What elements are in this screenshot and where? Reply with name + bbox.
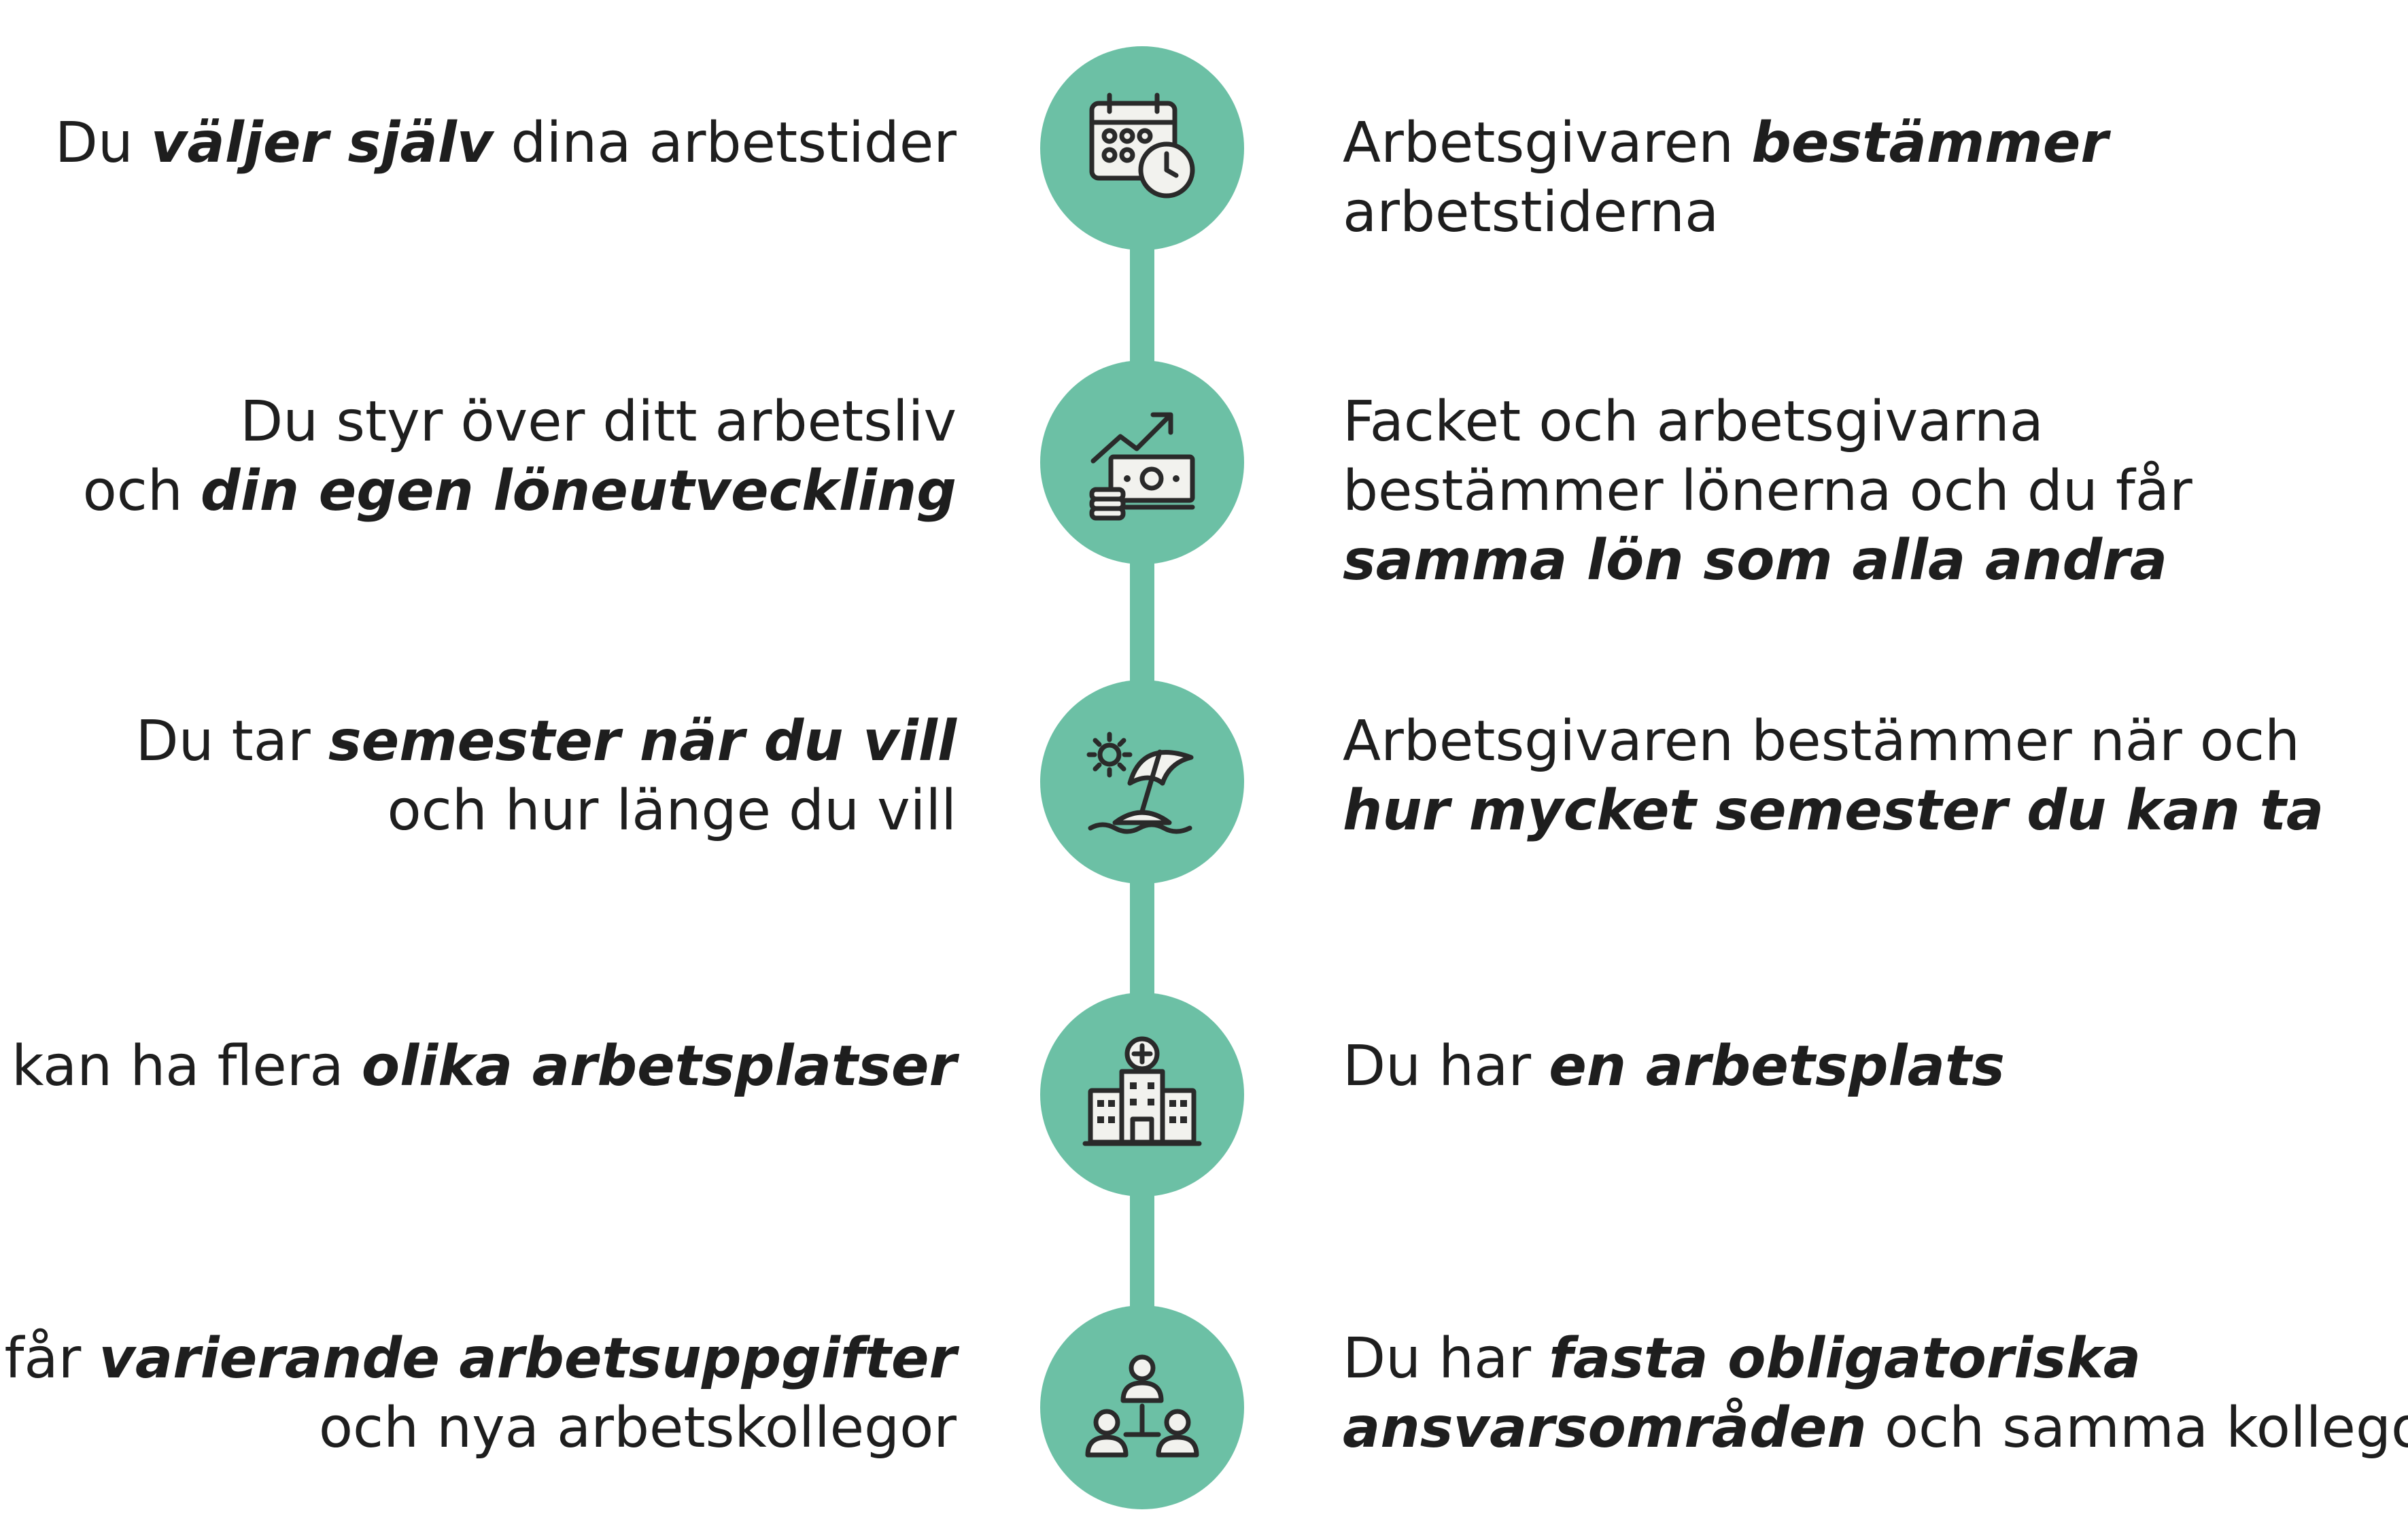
row-2-left-text: Du styr över ditt arbetsliv och din egen… xyxy=(83,388,957,526)
row-3-right-line-2: hur mycket semester du kan ta xyxy=(1343,778,2324,843)
row-3-left-text: Du tar semester när du vill och hur läng… xyxy=(135,707,957,846)
row-2-left-line-1: Du styr över ditt arbetsliv xyxy=(240,390,957,454)
row-2-right-text: Facket och arbetsgivarna bestämmer löner… xyxy=(1343,388,2192,596)
row-1-left-text: Du väljer själv dina arbetstider xyxy=(55,109,957,178)
row-4-right-text: Du har en arbetsplats xyxy=(1343,1032,2005,1101)
beach-umbrella-icon xyxy=(1040,680,1244,884)
row-3-left-line-1: Du tar semester när du vill xyxy=(135,709,957,774)
row-4-left-line-1: Du kan ha flera olika arbetsplatser xyxy=(0,1034,957,1099)
hospital-building-icon xyxy=(1040,993,1244,1197)
row-3-right-line-1: Arbetsgivaren bestämmer när och xyxy=(1343,709,2301,774)
row-4-left-text: Du kan ha flera olika arbetsplatser xyxy=(0,1032,957,1101)
row-2-right-line-1: Facket och arbetsgivarna xyxy=(1343,390,2044,454)
row-5-right-line-2: ansvarsområden och samma kollegor xyxy=(1343,1396,2408,1460)
team-hierarchy-icon xyxy=(1040,1305,1244,1509)
row-5-right-line-1: Du har fasta obligatoriska xyxy=(1343,1326,2142,1391)
row-1-right-text: Arbetsgivaren bestämmer arbetstiderna xyxy=(1343,109,2108,247)
calendar-clock-icon xyxy=(1040,46,1244,250)
row-2-right-line-2: bestämmer lönerna och du får xyxy=(1343,459,2192,524)
row-2-left-line-2: och din egen löneutveckling xyxy=(82,459,957,524)
row-4-right-line-1: Du har en arbetsplats xyxy=(1343,1034,2005,1099)
money-growth-icon xyxy=(1040,360,1244,564)
row-5-left-line-1: Du får varierande arbetsuppgifter xyxy=(0,1326,957,1391)
row-1-right-line-1: Arbetsgivaren bestämmer xyxy=(1343,111,2108,175)
row-5-right-text: Du har fasta obligatoriska ansvarsområde… xyxy=(1343,1324,2408,1463)
row-1-right-line-2: arbetstiderna xyxy=(1343,180,1719,245)
row-1-left-line-1: Du väljer själv dina arbetstider xyxy=(54,111,957,175)
row-5-left-text: Du får varierande arbetsuppgifter och ny… xyxy=(0,1324,957,1463)
row-2-right-line-3: samma lön som alla andra xyxy=(1343,528,2168,593)
row-3-right-text: Arbetsgivaren bestämmer när och hur myck… xyxy=(1343,707,2324,846)
row-5-left-line-2: och nya arbetskollegor xyxy=(318,1396,957,1460)
row-3-left-line-2: och hur länge du vill xyxy=(387,778,957,843)
